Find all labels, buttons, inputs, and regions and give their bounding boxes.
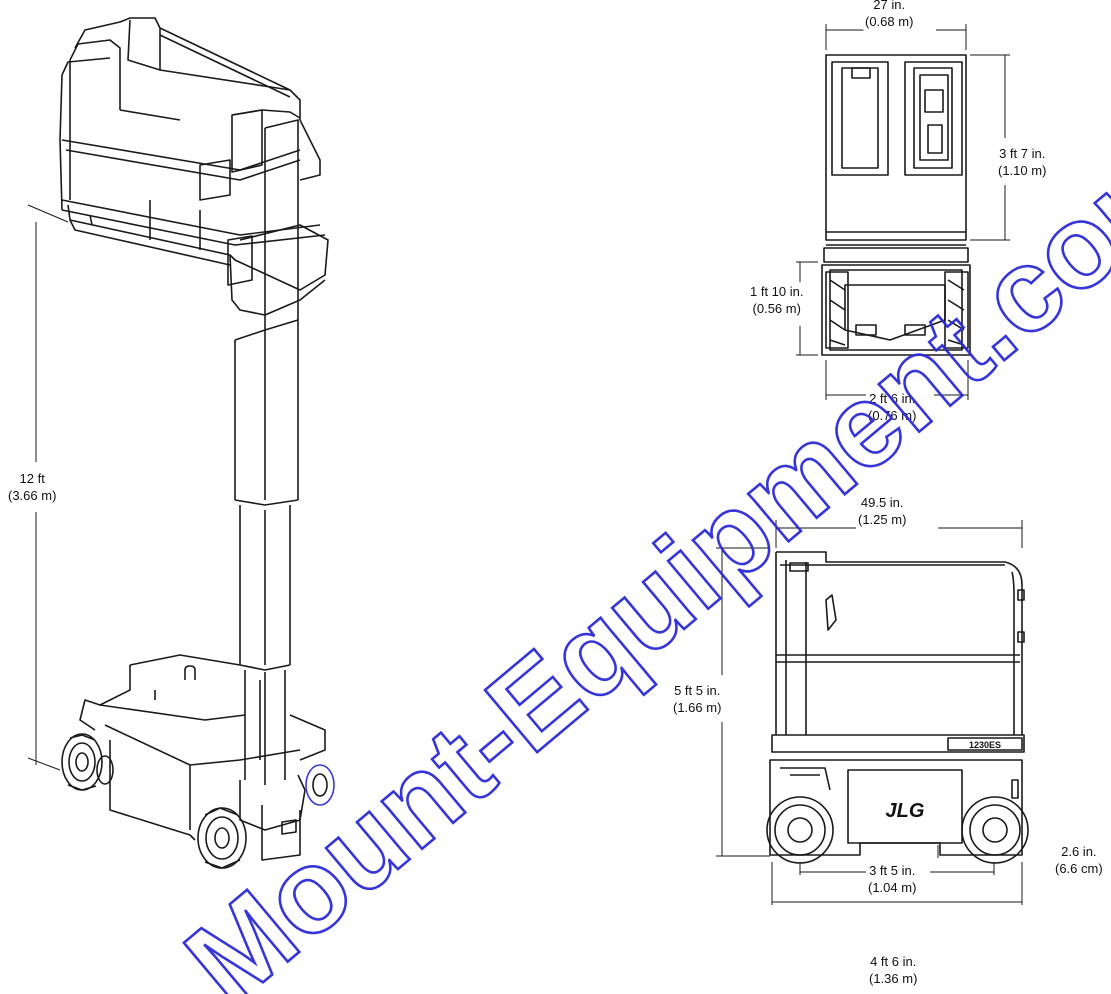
wheelbase-label: 3 ft 5 in. (1.04 m) (866, 862, 919, 896)
overall-length-imperial: 4 ft 6 in. (870, 954, 917, 969)
stowed-height-imperial: 5 ft 5 in. (674, 683, 721, 698)
platform-width-metric: (0.68 m) (865, 14, 914, 29)
front-view-dimensions (796, 24, 1010, 400)
ground-clearance-metric: (6.6 cm) (1055, 861, 1103, 876)
wheelbase-imperial: 3 ft 5 in. (869, 863, 916, 878)
model-plate: 1230ES (969, 740, 1001, 750)
stowed-height-label: 5 ft 5 in. (1.66 m) (671, 682, 724, 716)
platform-height-label: 12 ft (3.66 m) (6, 470, 59, 504)
overall-length-metric: (1.36 m) (869, 971, 918, 986)
side-view-dimensions (716, 520, 1023, 905)
overall-width-imperial: 2 ft 6 in. (869, 391, 916, 406)
ground-clearance-imperial: 2.6 in. (1061, 844, 1097, 859)
height-dimension-line (27, 204, 69, 771)
ground-clearance-label: 2.6 in. (6.6 cm) (1053, 843, 1105, 877)
guardrail-height-imperial: 3 ft 7 in. (999, 146, 1046, 161)
jlg-logo: JLG (886, 800, 925, 822)
overall-length-label: 4 ft 6 in. (1.36 m) (867, 953, 919, 987)
front-base-height-imperial: 1 ft 10 in. (750, 284, 804, 299)
side-view (766, 551, 1029, 864)
front-view (821, 54, 971, 356)
perspective-lift-view (59, 17, 335, 869)
platform-length-imperial: 49.5 in. (860, 495, 904, 510)
wheelbase-metric: (1.04 m) (868, 880, 917, 895)
platform-height-metric: (3.66 m) (8, 488, 57, 503)
front-base-height-metric: (0.56 m) (752, 301, 801, 316)
stowed-height-metric: (1.66 m) (673, 700, 722, 715)
platform-width-imperial: 27 in. (873, 0, 906, 12)
platform-length-metric: (1.25 m) (858, 512, 907, 527)
guardrail-height-label: 3 ft 7 in. (1.10 m) (996, 145, 1049, 179)
platform-length-label: 49.5 in. (1.25 m) (856, 494, 909, 528)
platform-height-imperial: 12 ft (19, 471, 45, 486)
overall-width-label: 2 ft 6 in. (0.76 m) (866, 390, 919, 424)
platform-width-label: 27 in. (0.68 m) (863, 0, 916, 30)
overall-width-metric: (0.76 m) (868, 408, 917, 423)
front-base-height-label: 1 ft 10 in. (0.56 m) (748, 283, 806, 317)
guardrail-height-metric: (1.10 m) (998, 163, 1047, 178)
